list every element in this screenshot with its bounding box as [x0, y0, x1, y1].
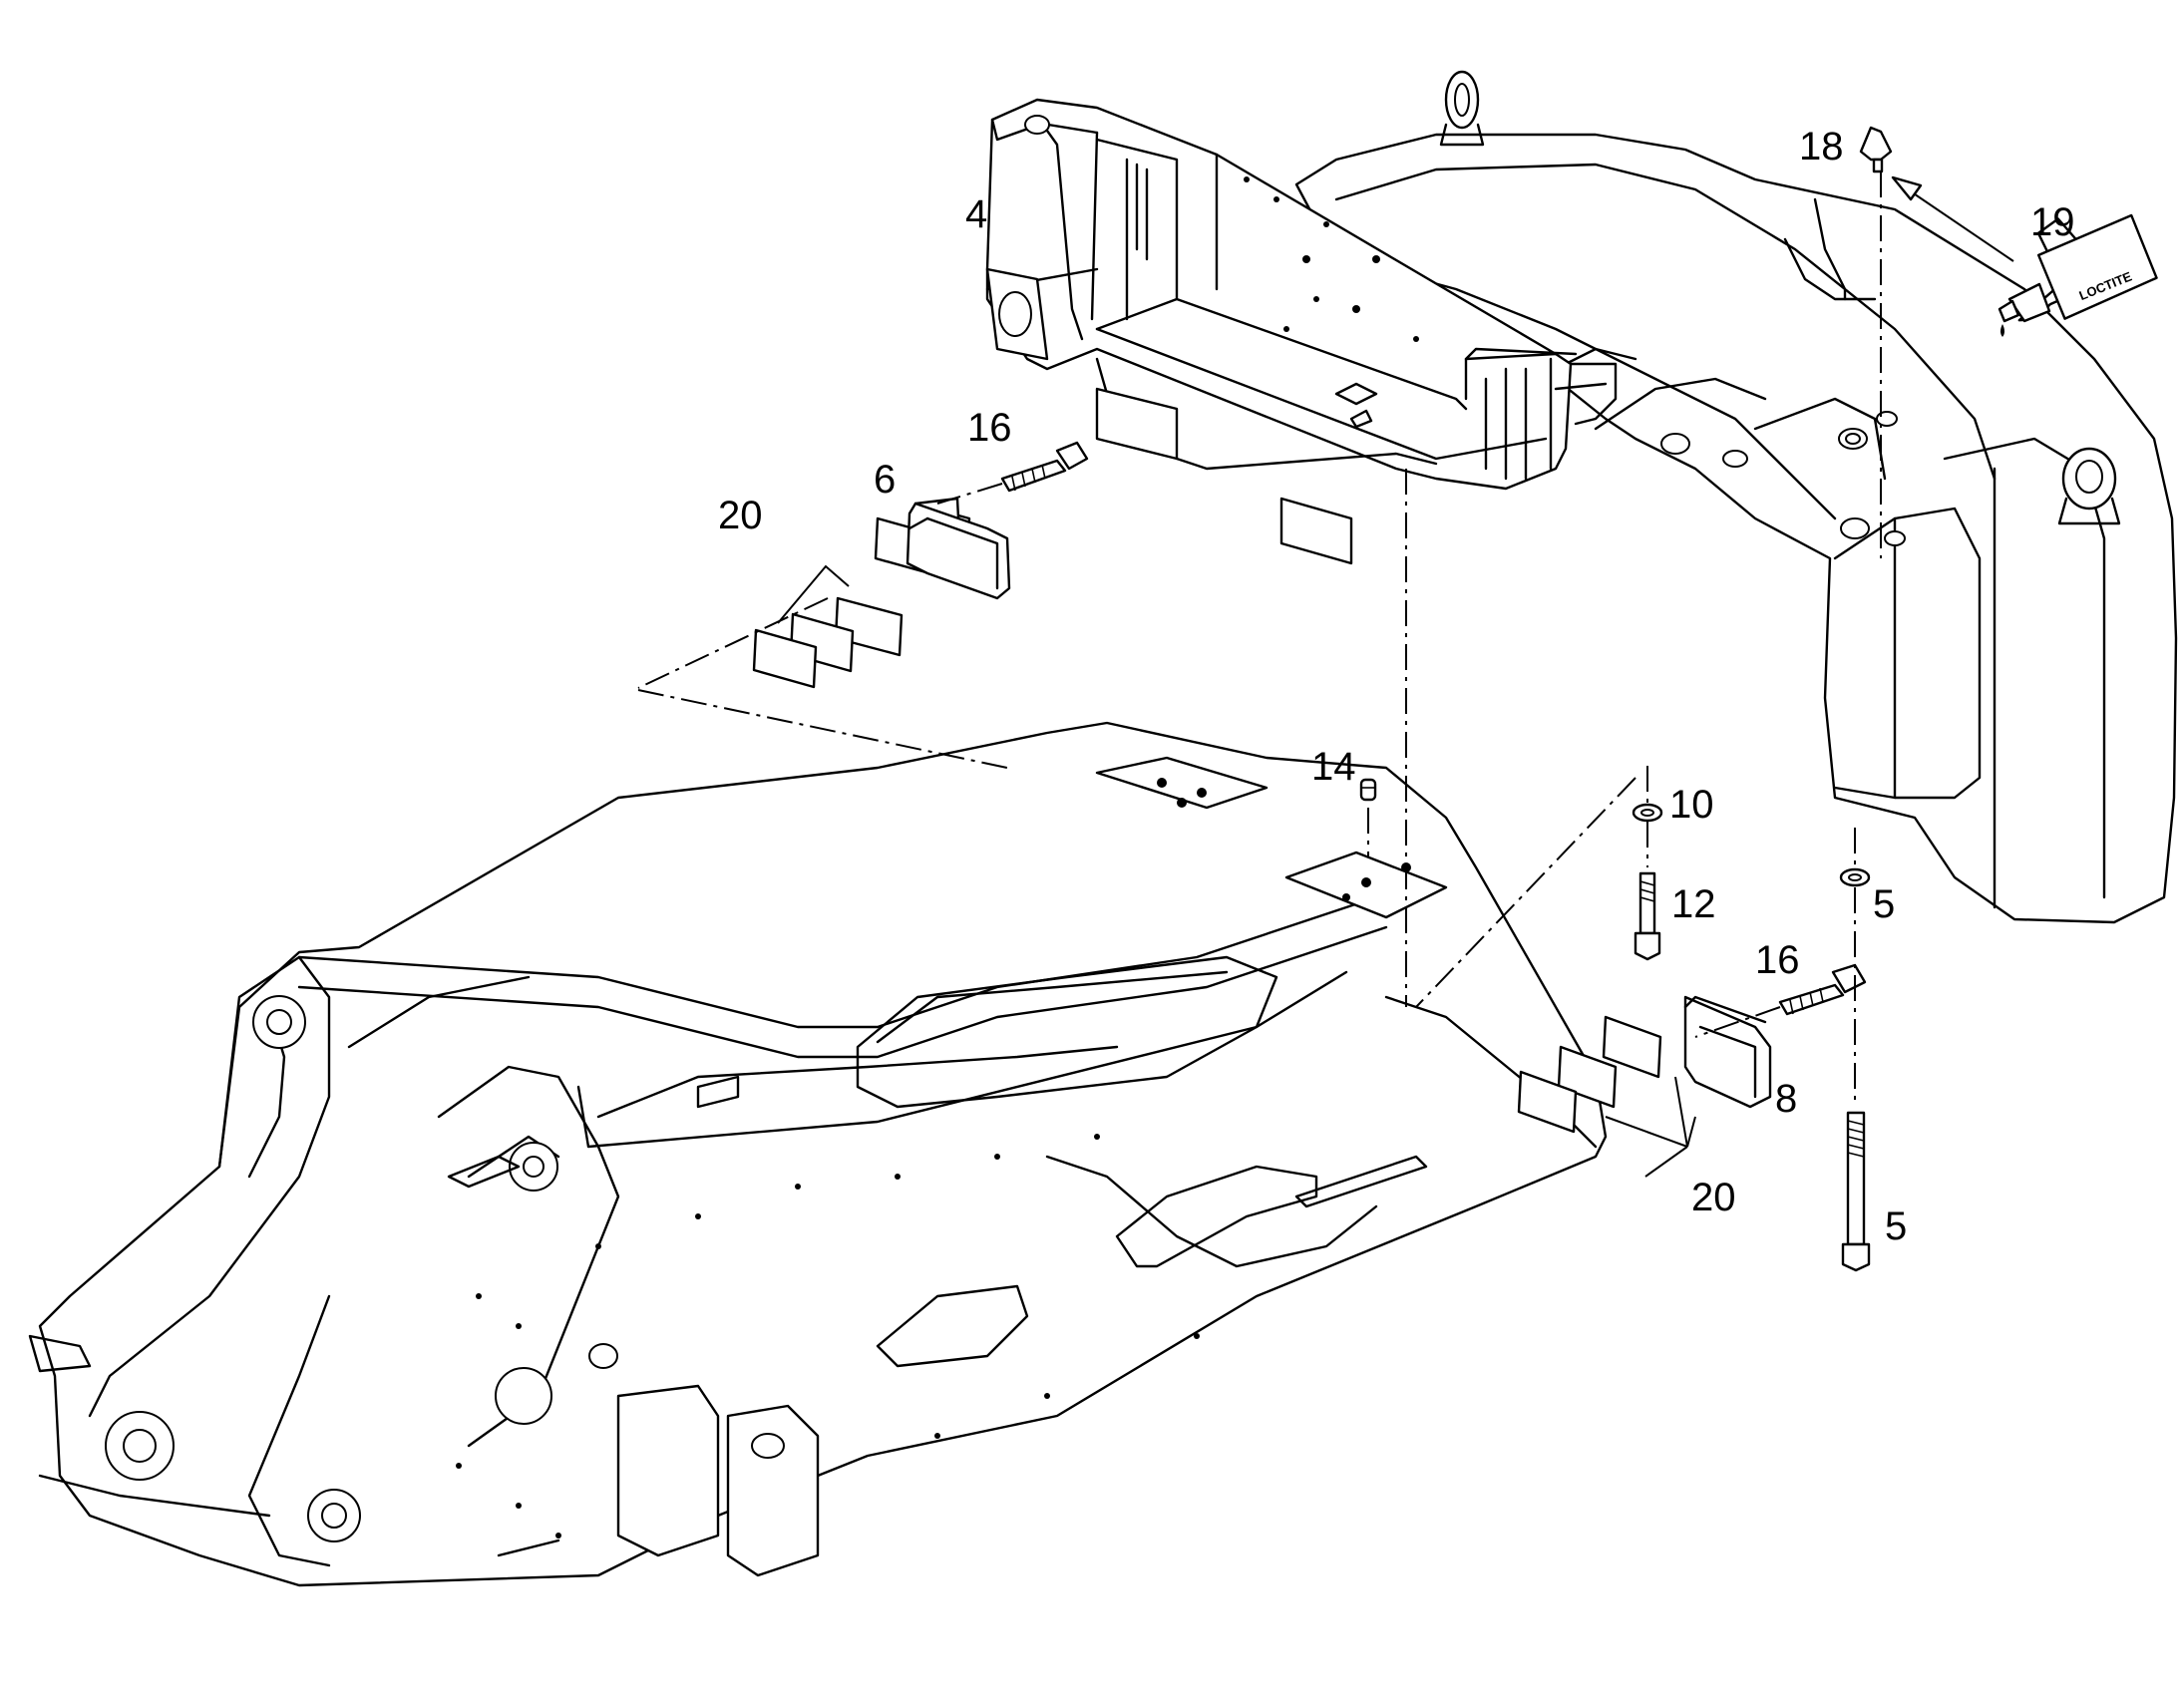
callout-10: 10 — [1669, 783, 1714, 827]
bolt-part-5 — [1841, 1111, 1871, 1272]
callout-16-upper: 16 — [967, 406, 1012, 450]
shim-plate — [1602, 1015, 1662, 1079]
callout-labels: 4 16 6 20 14 10 12 5 16 8 20 5 18 19 — [718, 125, 2075, 1248]
callout-16-lower: 16 — [1755, 938, 1800, 982]
callout-6: 6 — [874, 458, 896, 502]
callout-12: 12 — [1671, 882, 1716, 926]
shim-group-left — [752, 497, 1011, 689]
assembly-centerlines — [637, 171, 1882, 1107]
callout-5-bolt: 5 — [1885, 1204, 1907, 1248]
arrow-icon — [1891, 175, 1923, 201]
callout-19: 19 — [2030, 200, 2075, 244]
callout-20-lower: 20 — [1691, 1176, 1736, 1219]
main-chassis-frame — [28, 721, 1608, 1587]
sealant-tube-icon: LOCTITE — [1998, 213, 2158, 337]
callout-4: 4 — [965, 192, 987, 236]
washer-part-5 — [1839, 867, 1871, 887]
leader-lines — [777, 175, 2014, 1178]
callout-20-upper: 20 — [718, 494, 763, 537]
shim-plate — [1517, 1070, 1578, 1134]
bolt-part-16-upper — [1000, 441, 1089, 493]
bolt-part-16-lower — [1778, 963, 1867, 1016]
block-part-6 — [906, 502, 1011, 600]
shim-group-right — [1517, 995, 1772, 1134]
counterweight — [1294, 70, 2178, 924]
grease-nipple-part-18 — [1859, 126, 1893, 173]
pin-part-14 — [1359, 778, 1377, 802]
block-part-8 — [1683, 995, 1772, 1109]
callout-5-washer: 5 — [1873, 882, 1895, 926]
callout-8: 8 — [1775, 1077, 1797, 1121]
callout-18: 18 — [1799, 125, 1844, 169]
callout-14: 14 — [1311, 745, 1356, 789]
washer-part-10 — [1632, 803, 1663, 823]
bolt-part-12 — [1634, 871, 1661, 961]
shim-plate — [752, 628, 818, 689]
bracket-frame-part-4 — [985, 98, 1618, 565]
